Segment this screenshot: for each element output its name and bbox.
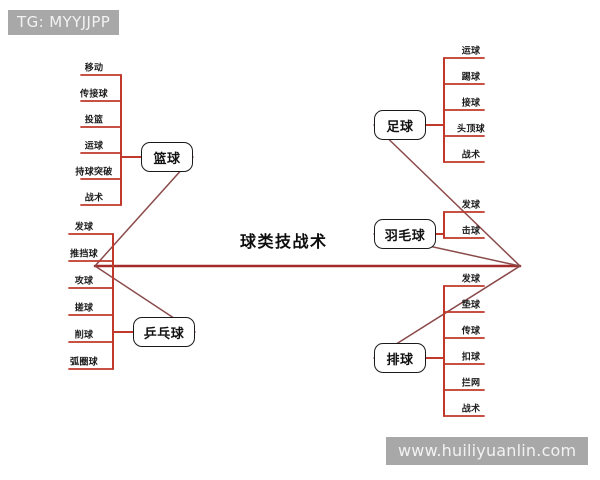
leaf-label-volleyball-1[interactable]: 垫球	[461, 300, 481, 311]
leaf-label-volleyball-3[interactable]: 扣球	[461, 352, 481, 363]
leaf-label-football-1[interactable]: 踢球	[461, 72, 481, 83]
leaf-label-tabletennis-2[interactable]: 攻球	[74, 276, 94, 287]
leaf-label-basketball-0[interactable]: 移动	[84, 63, 104, 74]
leaf-label-tabletennis-0[interactable]: 发球	[74, 222, 94, 233]
branch-node-badminton[interactable]: 羽毛球	[374, 219, 436, 249]
leaf-label-volleyball-0[interactable]: 发球	[461, 274, 481, 285]
branch-node-label: 足球	[386, 119, 414, 135]
leaf-label-tabletennis-3[interactable]: 搓球	[74, 303, 94, 314]
root-node-label: 球类技战术	[240, 232, 328, 251]
leaf-label-basketball-3[interactable]: 运球	[84, 141, 104, 152]
leaf-label-football-2[interactable]: 接球	[461, 98, 481, 109]
leaf-label-football-4[interactable]: 战术	[461, 150, 481, 161]
branch-node-label: 乒乓球	[143, 326, 185, 342]
leaf-label-basketball-5[interactable]: 战术	[84, 193, 104, 204]
watermark-bottom-right: www.huiliyuanlin.com	[386, 437, 589, 465]
branch-node-label: 篮球	[153, 151, 181, 167]
watermark-top-left: TG: MYYJJPP	[8, 10, 120, 35]
leaf-label-volleyball-2[interactable]: 传球	[461, 326, 481, 337]
leaf-label-badminton-0[interactable]: 发球	[461, 200, 481, 211]
leaf-label-volleyball-5[interactable]: 战术	[461, 404, 481, 415]
leaf-label-tabletennis-5[interactable]: 弧圈球	[70, 357, 98, 368]
leaf-label-tabletennis-4[interactable]: 削球	[74, 330, 94, 341]
branch-node-basketball[interactable]: 篮球	[141, 142, 193, 172]
leaf-label-badminton-1[interactable]: 击球	[461, 226, 481, 237]
leaf-label-basketball-1[interactable]: 传接球	[80, 89, 108, 100]
branch-node-tabletennis[interactable]: 乒乓球	[133, 317, 195, 347]
leaf-label-football-3[interactable]: 头顶球	[457, 124, 485, 135]
branch-node-label: 排球	[386, 352, 414, 368]
leaf-label-volleyball-4[interactable]: 拦网	[461, 378, 481, 389]
leaf-label-basketball-4[interactable]: 持球突破	[75, 167, 113, 178]
leaf-label-football-0[interactable]: 运球	[461, 46, 481, 57]
branch-node-label: 羽毛球	[384, 228, 426, 244]
leaf-label-basketball-2[interactable]: 投篮	[84, 115, 104, 126]
branch-node-volleyball[interactable]: 排球	[374, 343, 426, 373]
leaf-label-tabletennis-1[interactable]: 推挡球	[70, 249, 98, 260]
branch-node-football[interactable]: 足球	[374, 110, 426, 140]
